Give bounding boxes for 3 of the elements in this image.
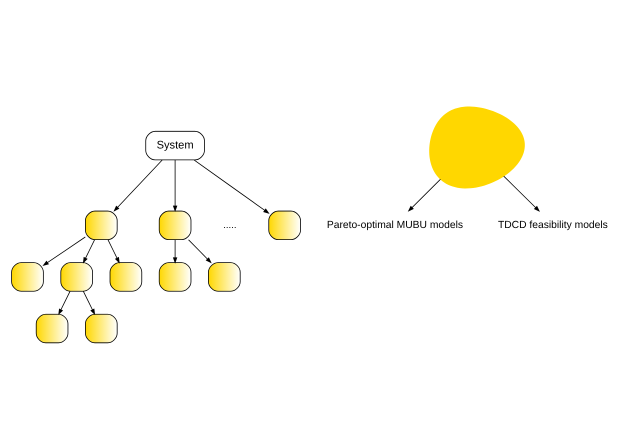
node-text: TDCD feasibility models: [498, 220, 608, 232]
label: .....: [223, 220, 236, 231]
node-text: Pareto-optimal MUBU models: [326, 220, 464, 232]
